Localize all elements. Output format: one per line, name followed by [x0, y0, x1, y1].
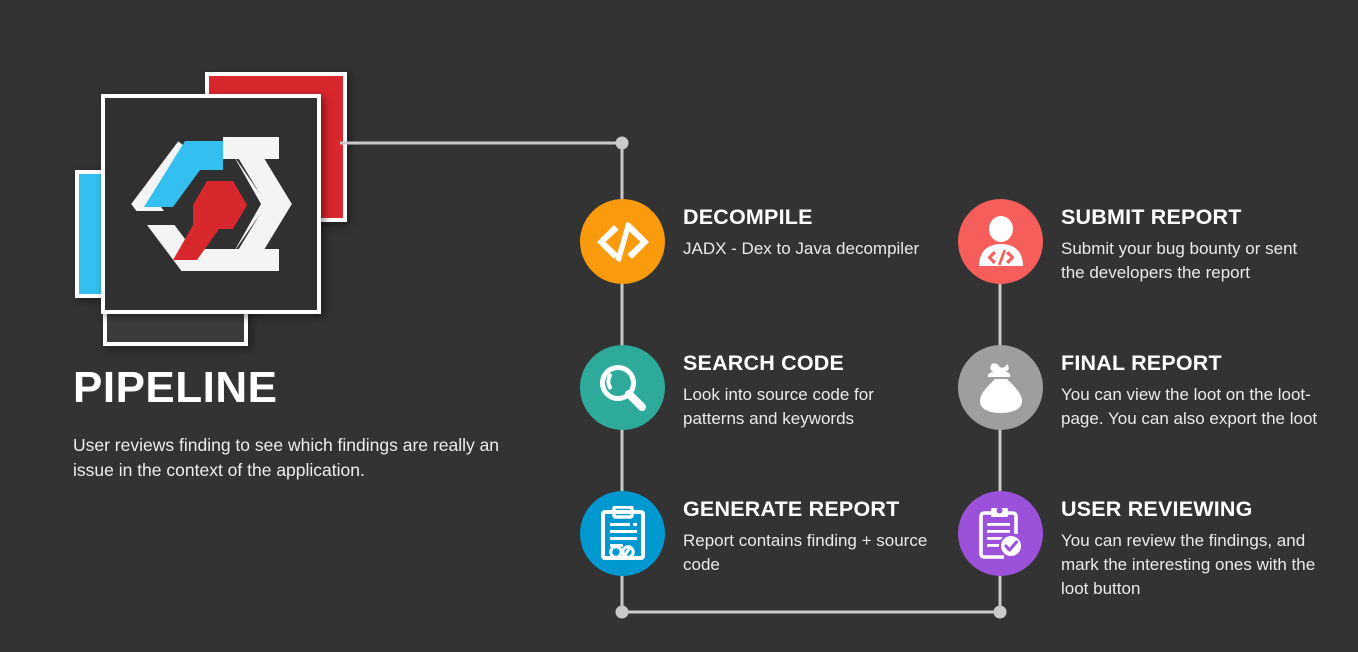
step-search-code-badge: [580, 345, 665, 430]
step-user-reviewing-desc: You can review the findings, and mark th…: [1061, 530, 1316, 598]
step-final-report-desc: You can view the loot on the loot-page. …: [1061, 384, 1318, 428]
magnifier-icon: [599, 364, 646, 411]
step-generate-report[interactable]: GENERATE REPORT Report contains finding …: [580, 491, 939, 577]
step-generate-report-title: GENERATE REPORT: [683, 497, 900, 521]
logo-stack: [75, 60, 355, 350]
step-user-reviewing-badge: [958, 491, 1043, 576]
page-title: PIPELINE: [73, 363, 278, 412]
step-generate-report-badge: [580, 491, 665, 576]
connector-dot-bottom-left: [615, 605, 629, 619]
step-submit-report-desc: Submit your bug bounty or sent the devel…: [1061, 238, 1298, 282]
loot-bag-icon: [979, 362, 1022, 413]
step-search-code-desc: Look into source code for patterns and k…: [683, 384, 874, 428]
step-submit-report-title: SUBMIT REPORT: [1061, 205, 1242, 229]
step-final-report-title: FINAL REPORT: [1061, 351, 1222, 375]
step-final-report[interactable]: FINAL REPORT You can view the loot on th…: [958, 345, 1323, 431]
logo-card-shadow: [103, 308, 248, 346]
step-generate-report-text: GENERATE REPORT Report contains finding …: [683, 491, 939, 577]
step-search-code-text: SEARCH CODE Look into source code for pa…: [683, 345, 939, 431]
heading-block: PIPELINE User reviews finding to see whi…: [73, 366, 543, 484]
connector-dot-bottom-right: [993, 605, 1007, 619]
step-user-reviewing[interactable]: USER REVIEWING You can review the findin…: [958, 491, 1323, 601]
step-decompile-desc: JADX - Dex to Java decompiler: [683, 238, 920, 258]
step-decompile-title: DECOMPILE: [683, 205, 813, 229]
connector-dot-top: [615, 136, 629, 150]
step-search-code[interactable]: SEARCH CODE Look into source code for pa…: [580, 345, 939, 431]
step-decompile[interactable]: DECOMPILE JADX - Dex to Java decompiler: [580, 199, 919, 284]
step-decompile-text: DECOMPILE JADX - Dex to Java decompiler: [683, 199, 919, 261]
step-user-reviewing-text: USER REVIEWING You can review the findin…: [1061, 491, 1323, 601]
step-search-code-title: SEARCH CODE: [683, 351, 845, 375]
step-decompile-badge: [580, 199, 665, 284]
page-subtitle: User reviews finding to see which findin…: [73, 435, 500, 481]
step-user-reviewing-title: USER REVIEWING: [1061, 497, 1253, 521]
step-final-report-badge: [958, 345, 1043, 430]
step-generate-report-desc: Report contains finding + source code: [683, 530, 928, 574]
clipboard-check-icon: [978, 507, 1023, 559]
developer-person-icon: [978, 215, 1023, 266]
step-submit-report-badge: [958, 199, 1043, 284]
step-submit-report[interactable]: SUBMIT REPORT Submit your bug bounty or …: [958, 199, 1323, 285]
step-submit-report-text: SUBMIT REPORT Submit your bug bounty or …: [1061, 199, 1323, 285]
hexagon-emblem-icon: [101, 94, 321, 314]
clipboard-report-icon: [600, 505, 645, 560]
step-final-report-text: FINAL REPORT You can view the loot on th…: [1061, 345, 1323, 431]
code-brackets-icon: [596, 221, 649, 262]
